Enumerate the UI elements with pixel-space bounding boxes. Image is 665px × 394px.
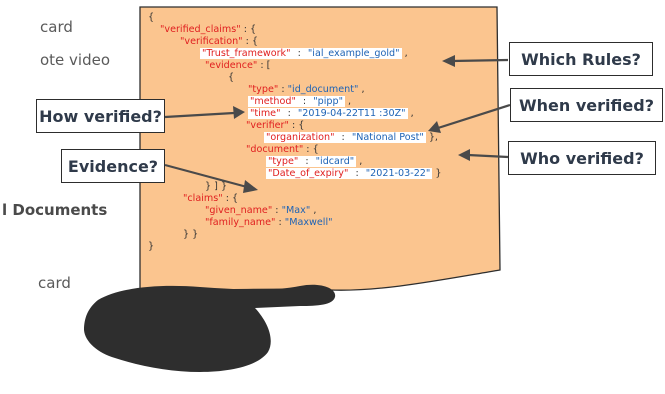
arrow-which-rules bbox=[451, 58, 509, 63]
json-value: "Maxwell" bbox=[284, 217, 333, 228]
json-key: "time" bbox=[248, 108, 283, 119]
arrowhead-how-verified bbox=[233, 106, 245, 119]
json-punctuation: : bbox=[300, 156, 314, 167]
json-value: "2019-04-22T11 :30Z" bbox=[295, 108, 408, 119]
json-key: "verifier" bbox=[246, 120, 289, 131]
json-punctuation: : { bbox=[222, 193, 239, 204]
json-key: "verified_claims" bbox=[160, 24, 241, 35]
json-value: "Max" bbox=[281, 205, 311, 216]
json-punctuation: } ] } bbox=[205, 181, 228, 192]
json-punctuation: : bbox=[278, 84, 288, 95]
background-text-card-top: card bbox=[40, 18, 73, 36]
json-line: "given_name" : "Max" , bbox=[205, 205, 316, 217]
arrowheads bbox=[233, 55, 470, 193]
arrow-when-verified bbox=[437, 103, 511, 130]
json-punctuation: } } bbox=[183, 229, 199, 240]
json-line: } } bbox=[183, 229, 198, 241]
json-value: "ial_example_gold" bbox=[305, 48, 402, 59]
json-key: "organization" bbox=[264, 132, 337, 143]
json-line: "type" : "id_document" , bbox=[248, 84, 365, 96]
when-verified-callout: When verified? bbox=[510, 88, 663, 122]
json-line: "time" : "2019-04-22T11 :30Z" , bbox=[248, 108, 414, 120]
json-punctuation: : { bbox=[242, 36, 259, 47]
json-value: "National Post" bbox=[349, 132, 426, 143]
evidence-callout: Evidence? bbox=[61, 149, 165, 183]
arrowhead-evidence bbox=[243, 180, 258, 193]
json-key: "given_name" bbox=[205, 205, 273, 216]
background-text-video: ote video bbox=[40, 51, 111, 69]
json-key: "claims" bbox=[183, 193, 223, 204]
which-rules-callout: Which Rules? bbox=[509, 42, 653, 76]
json-line: "verified_claims" : { bbox=[160, 24, 256, 36]
json-key: "evidence" bbox=[205, 60, 258, 71]
json-line: "family_name" : "Maxwell" bbox=[205, 217, 333, 229]
json-value: "idcard" bbox=[313, 156, 357, 167]
arrows bbox=[164, 58, 511, 189]
json-punctuation: , bbox=[310, 205, 317, 216]
json-punctuation: , bbox=[407, 108, 414, 119]
json-punctuation: } bbox=[432, 168, 442, 179]
json-punctuation: : { bbox=[303, 144, 319, 155]
json-punctuation: , bbox=[356, 156, 363, 167]
json-key: "document" bbox=[246, 144, 304, 155]
json-line: "verification" : { bbox=[180, 36, 258, 48]
json-punctuation: : { bbox=[240, 24, 257, 35]
json-punctuation: : { bbox=[288, 120, 305, 131]
json-key: "type" bbox=[248, 84, 279, 95]
json-punctuation: : [ bbox=[257, 60, 271, 71]
json-line: } ] } bbox=[205, 181, 227, 193]
background-text-card-bottom: card bbox=[38, 274, 71, 292]
json-key: "family_name" bbox=[205, 217, 276, 228]
json-key: "Date_of_expiry" bbox=[266, 168, 351, 179]
json-line: { bbox=[148, 12, 154, 24]
json-line: } bbox=[148, 241, 154, 253]
json-punctuation: }, bbox=[425, 132, 438, 143]
json-punctuation: : bbox=[282, 108, 296, 119]
arrowhead-who-verified bbox=[458, 149, 470, 161]
arrow-how-verified bbox=[164, 111, 235, 119]
background-text-documents: l Documents bbox=[2, 201, 108, 219]
json-line: "document" : { bbox=[246, 144, 319, 156]
json-line: "verifier" : { bbox=[246, 120, 304, 132]
json-key: "type" bbox=[266, 156, 301, 167]
json-value: "pipp" bbox=[311, 96, 345, 107]
json-key: "Trust_framework" bbox=[200, 48, 293, 59]
json-punctuation: : bbox=[297, 96, 312, 107]
json-line: "type" : "idcard" , bbox=[266, 156, 362, 168]
json-punctuation: } bbox=[148, 241, 155, 252]
json-punctuation: : bbox=[336, 132, 350, 143]
json-key: "method" bbox=[248, 96, 298, 107]
json-line: { bbox=[228, 72, 234, 84]
json-punctuation: , bbox=[401, 48, 408, 59]
json-punctuation: , bbox=[344, 96, 352, 107]
json-key: "verification" bbox=[180, 36, 243, 47]
json-punctuation: { bbox=[148, 12, 155, 23]
who-verified-callout: Who verified? bbox=[508, 141, 656, 175]
json-punctuation: { bbox=[228, 72, 235, 83]
how-verified-callout: How verified? bbox=[36, 99, 165, 133]
hand-silhouette bbox=[84, 284, 336, 372]
json-line: "claims" : { bbox=[183, 193, 238, 205]
json-line: "Trust_framework" : "ial_example_gold" , bbox=[200, 48, 408, 60]
json-line: "method" : "pipp" , bbox=[248, 96, 351, 108]
json-line: "evidence" : [ bbox=[205, 60, 270, 72]
arrowhead-when-verified bbox=[428, 121, 441, 133]
json-punctuation: : bbox=[272, 205, 282, 216]
json-value: "2021-03-22" bbox=[363, 168, 433, 179]
arrow-who-verified bbox=[467, 153, 509, 159]
arrow-evidence bbox=[164, 163, 248, 189]
json-punctuation: : bbox=[292, 48, 306, 59]
json-punctuation: : bbox=[350, 168, 364, 179]
json-line: "organization" : "National Post" }, bbox=[264, 132, 438, 144]
json-value: "id_document" bbox=[287, 84, 359, 95]
arrowhead-which-rules bbox=[442, 55, 455, 67]
json-punctuation: : bbox=[275, 217, 285, 228]
json-line: "Date_of_expiry" : "2021-03-22" } bbox=[266, 168, 441, 180]
json-punctuation: , bbox=[358, 84, 365, 95]
